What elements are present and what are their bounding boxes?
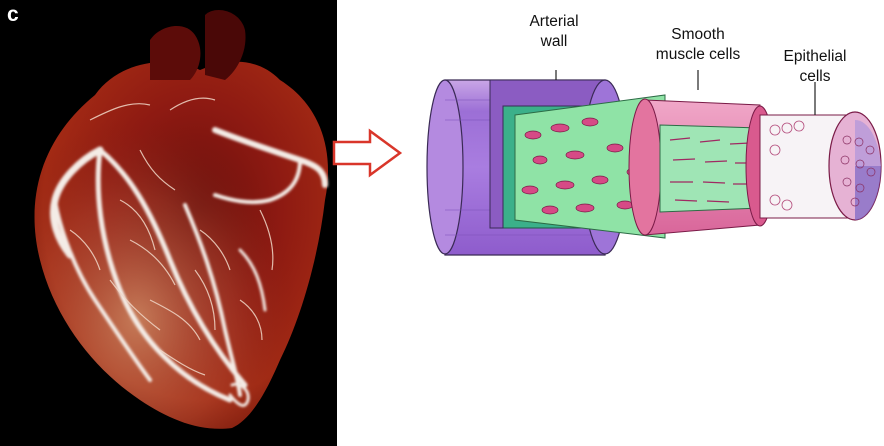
arterial-wall-label-line1: Arterial: [509, 12, 599, 32]
smooth-muscle-label: Smooth muscle cells: [638, 25, 758, 65]
arterial-wall-label: Arterial wall: [509, 12, 599, 52]
smooth-muscle-label-line2: muscle cells: [638, 45, 758, 65]
smooth-muscle-layer: [629, 99, 774, 235]
heart-illustration: c: [0, 0, 337, 446]
epithelial-layer: [760, 112, 881, 220]
epithelial-label-line2: cells: [765, 67, 865, 87]
arterial-wall-label-line2: wall: [509, 32, 599, 52]
smooth-muscle-label-line1: Smooth: [638, 25, 758, 45]
panel-letter: c: [7, 3, 19, 26]
epithelial-label-line1: Epithelial: [765, 47, 865, 67]
right-arrow-icon: [332, 128, 406, 178]
heart-angiogram-image: c: [0, 0, 337, 446]
epithelial-label: Epithelial cells: [765, 47, 865, 87]
artery-cross-section-diagram: [415, 60, 884, 280]
